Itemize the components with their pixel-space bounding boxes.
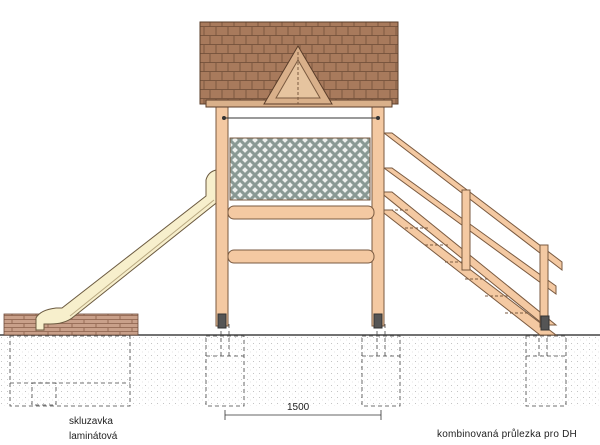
dimension-label: 1500 bbox=[287, 402, 310, 413]
roof-tie bbox=[222, 116, 380, 120]
drawing-caption: kombinovaná průlezka pro DH bbox=[437, 429, 577, 440]
slide-foundation bbox=[9, 335, 131, 407]
post-footings bbox=[205, 324, 567, 407]
roof bbox=[199, 21, 399, 108]
slide bbox=[35, 169, 221, 331]
slide-label-line1: skluzavka bbox=[69, 416, 113, 427]
stair-structure bbox=[378, 132, 563, 336]
slide-label-line2: laminátová bbox=[69, 431, 118, 442]
ground-soil bbox=[0, 336, 600, 406]
lattice-panel bbox=[229, 137, 371, 201]
tower-beams bbox=[227, 205, 375, 264]
dimension-line bbox=[224, 410, 382, 420]
